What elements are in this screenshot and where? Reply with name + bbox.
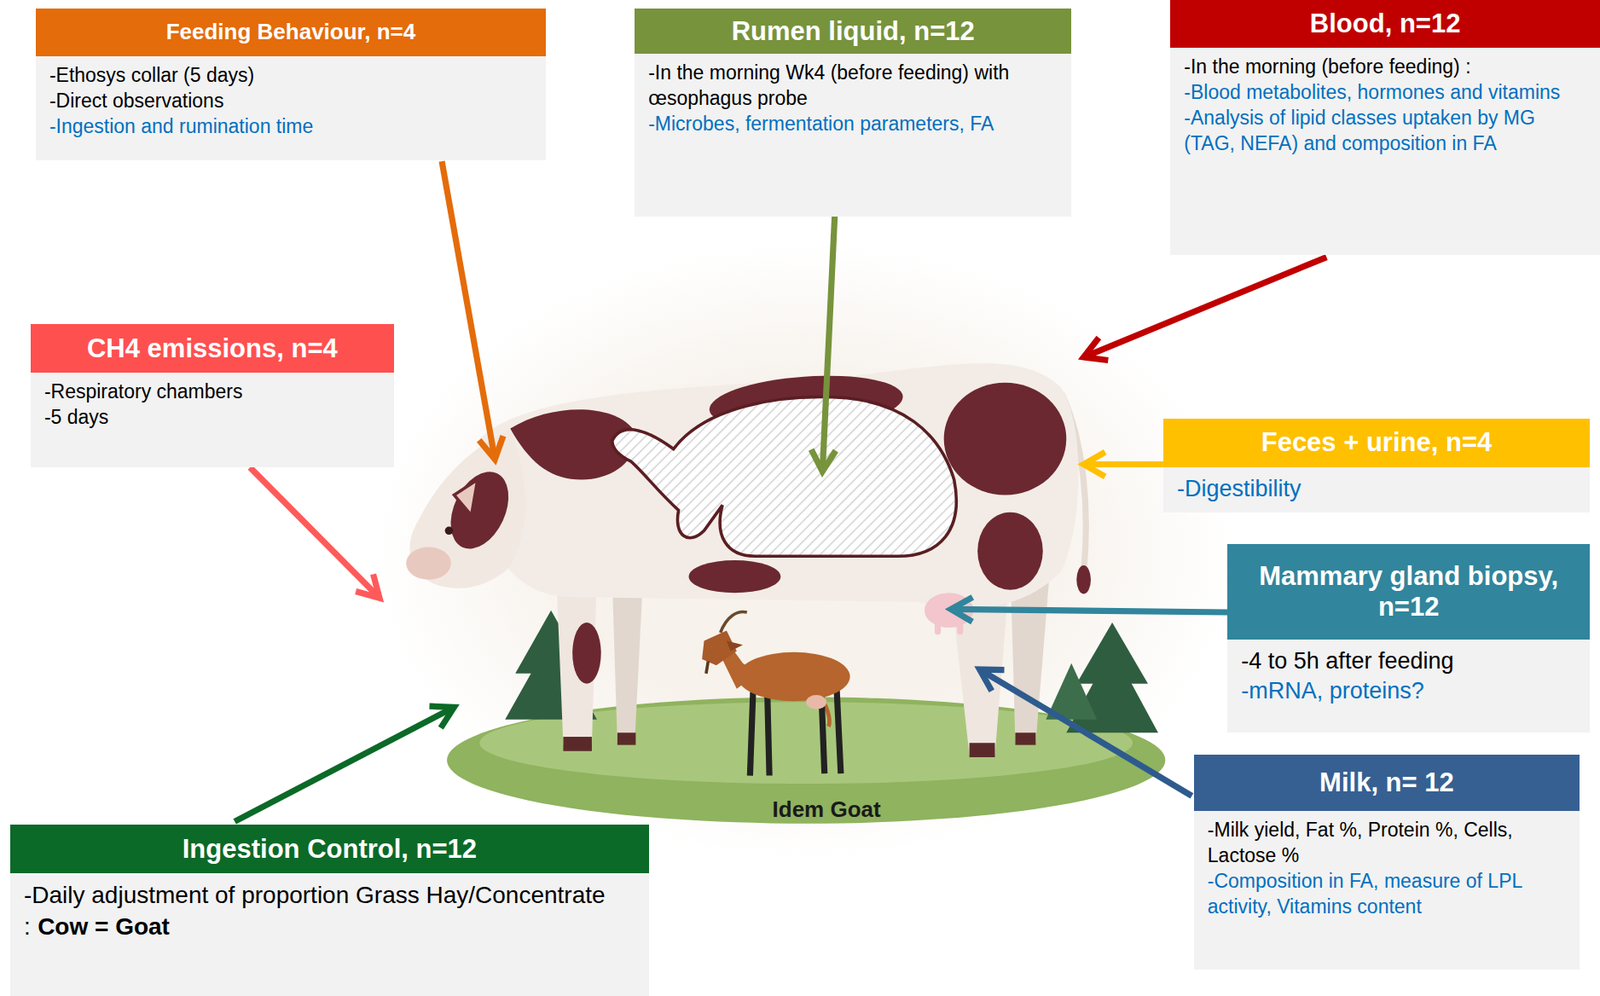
measurement-box: Feeding Behaviour, n=4 -Ethosys collar (5… (35, 8, 546, 161)
box-item: Cow = Goat (37, 913, 170, 940)
box-body-text: -In the morning Wk4 (before feeding) wit… (648, 60, 1058, 138)
box-header: Feces + urine, n=4 (1163, 418, 1590, 468)
box-body-text: -Respiratory chambers-5 days (44, 379, 381, 431)
box-item: -4 to 5h after feeding (1240, 646, 1577, 677)
box-item: -Ingestion and rumination time (49, 114, 533, 140)
box-header: CH4 emissions, n=4 (30, 324, 395, 372)
box-heading: Milk, n= 12 (1319, 767, 1455, 799)
cow-spot (944, 382, 1067, 496)
box-item: -Ethosys collar (5 days) (49, 63, 533, 89)
pointer-arrow (822, 216, 835, 472)
box-body: -In the morning (before feeding) :-Blood… (1170, 47, 1600, 256)
box-item: -Milk yield, Fat %, Protein %, Cells, La… (1207, 817, 1566, 870)
measurement-box: Feces + urine, n=4 -Digestibility (1163, 418, 1590, 514)
box-heading: Feces + urine, n=4 (1261, 427, 1493, 458)
box-item: -In the morning (before feeding) : (1183, 54, 1587, 81)
box-body: -Respiratory chambers-5 days (30, 372, 395, 468)
cow-teat (956, 622, 963, 635)
measurement-box: Ingestion Control, n=12 -Daily adjustment… (10, 824, 650, 996)
box-heading: Blood, n=12 (1310, 8, 1461, 40)
box-body: -4 to 5h after feeding-mRNA, proteins? (1227, 639, 1590, 733)
box-body: -Milk yield, Fat %, Protein %, Cells, La… (1194, 811, 1580, 969)
cow-hoof (562, 736, 592, 752)
cow-body (479, 363, 1079, 609)
pointer-arrow (234, 707, 454, 822)
goat-leg (836, 689, 841, 774)
box-item: -In the morning Wk4 (before feeding) wit… (648, 60, 1058, 112)
measurement-box: Milk, n= 12 -Milk yield, Fat %, Protein %… (1194, 754, 1580, 969)
box-body-text: -4 to 5h after feeding-mRNA, proteins? (1240, 646, 1577, 707)
pointer-arrow (1084, 461, 1164, 468)
box-item: -Microbes, fermentation parameters, FA (648, 111, 1058, 138)
goat-leg (767, 694, 770, 777)
cow-ear (453, 479, 478, 516)
pointer-arrow (441, 161, 495, 459)
goat-udder (805, 695, 827, 710)
cow-head-spot (439, 462, 521, 558)
box-heading: Rumen liquid, n=12 (731, 16, 975, 47)
box-body: -Digestibility (1163, 467, 1590, 513)
cow-eye (445, 527, 454, 536)
measurement-box: Rumen liquid, n=12 -In the morning Wk4 (b… (634, 8, 1072, 217)
box-item: -Analysis of lipid classes uptaken by MG… (1183, 105, 1587, 157)
cow-muzzle (405, 546, 452, 580)
box-item: -Respiratory chambers (44, 379, 381, 406)
pointer-arrow (249, 467, 380, 598)
box-header: Feeding Behaviour, n=4 (35, 8, 546, 57)
box-header: Rumen liquid, n=12 (634, 8, 1072, 55)
pointer-arrow (1084, 257, 1328, 358)
box-body: -Daily adjustment of proportion Grass Ha… (10, 873, 650, 996)
box-body: -In the morning Wk4 (before feeding) wit… (634, 53, 1072, 216)
cow-hoof (617, 732, 637, 745)
box-body-text: -Ethosys collar (5 days)-Direct observat… (49, 63, 533, 140)
box-body: -Ethosys collar (5 days)-Direct observat… (35, 56, 546, 161)
goat-leg (749, 691, 754, 776)
cow-hoof (1014, 732, 1036, 745)
box-item: -Direct observations (49, 88, 533, 115)
box-item: -Composition in FA, measure of LPL activ… (1207, 869, 1566, 921)
cow-tail-tuft (1076, 565, 1091, 595)
figure-label: Idem Goat (772, 795, 882, 823)
box-body-text: -In the morning (before feeding) :-Blood… (1183, 54, 1587, 157)
cow-spot (572, 622, 602, 685)
cow-spot (977, 512, 1044, 591)
box-heading: Ingestion Control, n=12 (182, 834, 477, 865)
cow-spot (689, 560, 782, 593)
pointer-arrow (950, 608, 1228, 613)
goat-horn (720, 612, 748, 633)
goat-body (737, 652, 851, 702)
cow-leg (612, 581, 644, 743)
measurement-box: Mammary gland biopsy, n=12 -4 to 5h after… (1227, 544, 1590, 733)
box-header: Milk, n= 12 (1194, 754, 1580, 812)
cow-teat (934, 622, 941, 635)
box-item: -5 days (44, 405, 381, 431)
background-glow (377, 244, 1235, 858)
box-body-text: -Daily adjustment of proportion Grass Ha… (23, 880, 636, 943)
box-heading: Feeding Behaviour, n=4 (166, 19, 417, 46)
pointer-arrow (979, 669, 1193, 796)
box-heading: Mammary gland biopsy, n=12 (1235, 561, 1582, 622)
box-body-text: -Digestibility (1176, 474, 1577, 505)
box-heading: CH4 emissions, n=4 (86, 333, 338, 365)
goat-ear (726, 641, 743, 652)
box-item: -mRNA, proteins? (1240, 676, 1577, 707)
rumen-outline (612, 397, 957, 557)
box-item: -Digestibility (1176, 474, 1577, 505)
box-header: Ingestion Control, n=12 (10, 824, 650, 874)
cow-hoof (969, 742, 996, 758)
box-body-text: -Milk yield, Fat %, Protein %, Cells, La… (1207, 817, 1566, 921)
box-header: Blood, n=12 (1170, 0, 1600, 48)
box-header: Mammary gland biopsy, n=12 (1227, 544, 1590, 640)
box-item: -Blood metabolites, hormones and vitamin… (1183, 80, 1587, 106)
measurement-box: CH4 emissions, n=4 -Respiratory chambers-… (30, 324, 395, 467)
measurement-box: Blood, n=12 -In the morning (before feedi… (1170, 0, 1600, 256)
goat-beard (706, 660, 708, 673)
